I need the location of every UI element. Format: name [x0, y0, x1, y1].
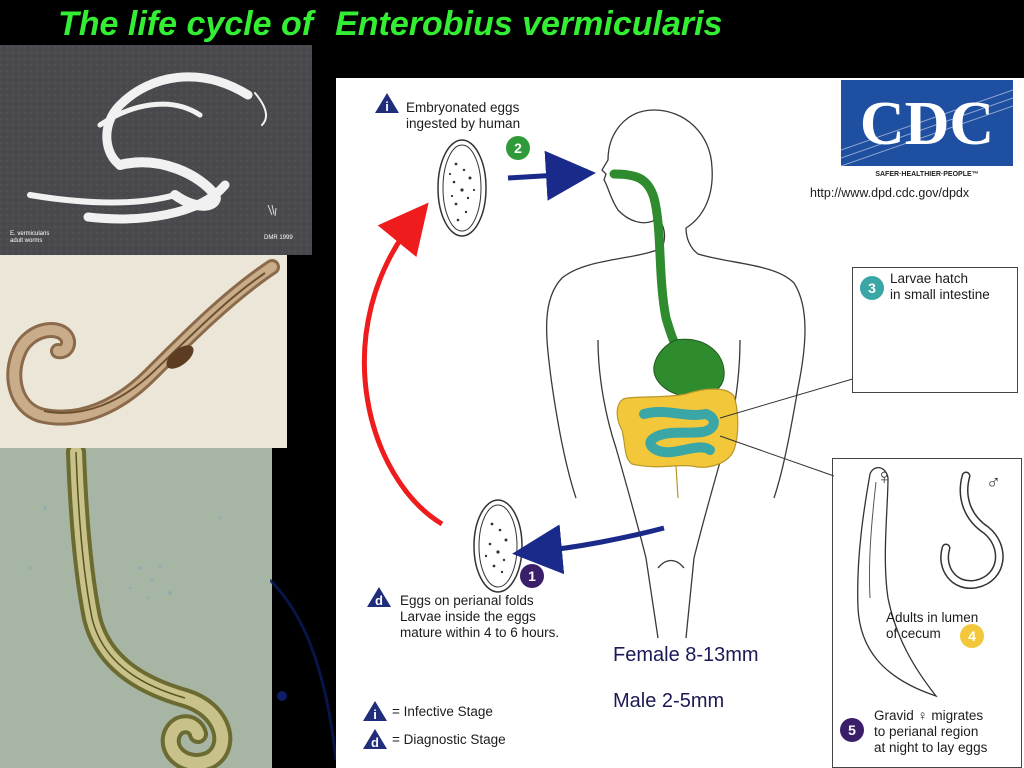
- legend-diagnostic-icon: d: [363, 729, 387, 750]
- stage-5-line-2: to perianal region: [874, 724, 979, 739]
- male-size-text: Male 2-5mm: [613, 690, 725, 712]
- stage-5-line-3: at night to lay eggs: [874, 740, 988, 755]
- legend-diagnostic-text: = Diagnostic Stage: [392, 732, 506, 747]
- red-cycle-arrow: [361, 202, 444, 527]
- title-part-2: Enterobius vermicularis: [335, 5, 723, 43]
- stage-d-line-2: Larvae inside the eggs: [400, 609, 536, 624]
- svg-text:SAFER·HEALTHIER·PEOPLE™: SAFER·HEALTHIER·PEOPLE™: [875, 171, 978, 178]
- cdc-url: http://www.dpd.cdc.gov/dpdx: [810, 186, 970, 200]
- stage-4-line-2: of cecum: [886, 626, 941, 641]
- svg-text:d: d: [375, 593, 383, 608]
- life-cycle-diagram: i Embryonated eggs ingested by human 2 C…: [336, 78, 1024, 768]
- stage-5-line-1: Gravid ♀ migrates: [874, 708, 987, 724]
- stage-number-5: 5: [840, 718, 864, 742]
- stage-number-4: 4: [960, 624, 984, 648]
- svg-text:d: d: [371, 735, 379, 750]
- stage-3-line-2: in small intestine: [890, 287, 990, 302]
- cdc-logo: CDC SAFER·HEALTHIER·PEOPLE™: [840, 80, 1014, 180]
- worm-micrograph-green: [0, 448, 272, 768]
- esophagus: [609, 169, 696, 368]
- stage-5-female-symbol: ♀: [917, 708, 928, 723]
- worm-micrograph-brown: [0, 255, 287, 448]
- stage-5-line-1a: Gravid: [874, 708, 914, 723]
- small-intestine: [639, 407, 719, 458]
- photo-caption-line-1: E. vermicularis: [10, 231, 50, 237]
- arrow-to-egg: [512, 524, 665, 575]
- large-intestine: [616, 388, 739, 499]
- title-part-1: The life cycle of: [58, 5, 314, 43]
- stage-5-line-1b: migrates: [931, 708, 984, 723]
- svg-text:i: i: [373, 707, 377, 722]
- arrow-to-mouth: [507, 150, 596, 201]
- slide-title: The life cycle of Enterobius vermicularis: [58, 2, 958, 46]
- female-symbol: ♀: [876, 464, 893, 489]
- stage-i-line-1: Embryonated eggs: [406, 100, 520, 115]
- stage-4-line-1: Adults in lumen: [886, 610, 979, 625]
- stage-number-3: 3: [860, 276, 884, 300]
- stage-3-box: [852, 267, 1018, 393]
- stage-3-text: Larvae hatch in small intestine: [890, 271, 990, 303]
- stage-i-line-2: ingested by human: [406, 116, 521, 131]
- background-swoosh: [270, 578, 338, 761]
- stage-d-text: Eggs on perianal folds Larvae inside the…: [400, 593, 559, 641]
- photo-credit: DMR 1999: [264, 235, 293, 241]
- stage-3-line-1: Larvae hatch: [890, 271, 969, 286]
- stage-number-2: 2: [506, 136, 530, 160]
- stage-5-text: Gravid ♀ migrates to perianal region at …: [874, 708, 987, 756]
- stage-d-line-3: mature within 4 to 6 hours.: [400, 625, 560, 640]
- infective-badge-icon: i: [375, 93, 399, 114]
- legend-infective-icon: i: [363, 701, 387, 722]
- svg-text:i: i: [385, 99, 389, 114]
- legend-infective-text: = Infective Stage: [392, 704, 493, 719]
- stomach: [653, 338, 725, 398]
- svg-text:CDC: CDC: [860, 90, 994, 158]
- male-symbol: ♂: [986, 472, 1001, 494]
- stage-i-text: Embryonated eggs ingested by human: [406, 100, 520, 132]
- stage-number-1: 1: [520, 564, 544, 588]
- egg-top: [437, 139, 487, 237]
- adult-worms-photo: E. vermicularis adult worms DMR 1999: [0, 45, 312, 255]
- female-worm: [857, 467, 938, 698]
- egg-bottom: [473, 499, 523, 593]
- female-size-text: Female 8-13mm: [613, 644, 759, 666]
- photo-caption: E. vermicularis adult worms: [10, 231, 49, 245]
- stage-4-text: Adults in lumen of cecum: [886, 610, 978, 642]
- photo-caption-line-2: adult worms: [10, 238, 43, 244]
- diagnostic-badge-icon: d: [367, 587, 391, 608]
- stage-d-line-1: Eggs on perianal folds: [400, 593, 534, 608]
